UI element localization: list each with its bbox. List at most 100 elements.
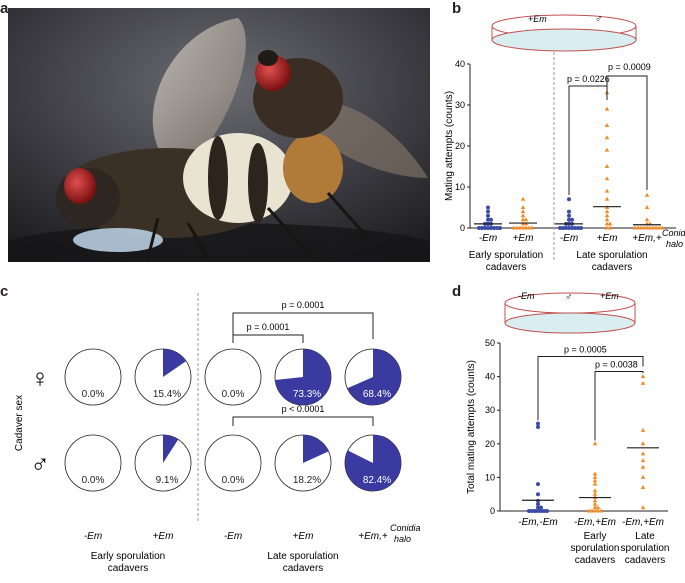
data-point (592, 498, 598, 503)
pie-slice (163, 349, 187, 377)
data-point (604, 123, 610, 127)
data-point (640, 458, 646, 463)
data-point (592, 481, 598, 486)
data-point (592, 474, 598, 479)
data-point (644, 192, 650, 197)
data-point (638, 225, 644, 230)
data-point (598, 508, 604, 513)
data-point (604, 221, 610, 226)
y-axis-label: Cadaver sex (14, 395, 25, 451)
data-point (486, 226, 490, 230)
x-tick-label: +Em (513, 233, 534, 244)
data-point (536, 498, 540, 503)
panel-label-c: c (0, 283, 9, 300)
data-point (536, 421, 540, 426)
data-point (492, 226, 496, 230)
data-point (564, 226, 568, 230)
data-point (520, 196, 526, 201)
pie-percent-label: 73.3% (293, 389, 321, 400)
pie-percent-label: 0.0% (82, 475, 105, 486)
data-point (523, 217, 529, 222)
data-point (526, 225, 532, 230)
data-point (567, 226, 571, 230)
data-point (595, 508, 601, 513)
dish-label-em: +Em (528, 14, 547, 24)
data-point (486, 205, 490, 210)
data-point (530, 509, 534, 513)
y-tick-label: 40 (455, 59, 465, 69)
group-caption: cadavers (283, 563, 324, 574)
column-label: -Em (224, 531, 242, 542)
data-point (520, 217, 526, 222)
data-point (567, 197, 571, 202)
male-symbol: ♂ (565, 292, 573, 303)
panel-label-b: b (452, 0, 462, 17)
data-point (517, 225, 523, 230)
group-caption: Early sporulation (91, 551, 165, 562)
halo-label: halo (394, 534, 411, 544)
data-point (576, 226, 580, 230)
x-tick-label: -Em,-Em (518, 517, 557, 528)
data-point (520, 205, 526, 209)
data-point (604, 217, 610, 222)
pie-circle (64, 348, 122, 406)
pie-circle (204, 434, 262, 492)
x-tick-label: -Em (560, 233, 578, 244)
x-tick-label: +Em (597, 233, 618, 244)
data-point (567, 213, 571, 218)
conidia-label: Conidia (662, 228, 685, 238)
data-point (656, 225, 662, 230)
data-point (592, 491, 598, 496)
data-point (483, 226, 487, 230)
group-caption: cadavers (575, 555, 616, 566)
female-symbol: ♀ (30, 363, 50, 393)
data-point (640, 451, 646, 456)
x-tick-label: -Em,+Em (574, 517, 616, 528)
petri-dish-icon (504, 292, 636, 334)
data-point (539, 509, 543, 513)
data-point (592, 505, 598, 510)
conidia-label: Conidia (390, 523, 421, 533)
data-point (592, 488, 598, 493)
data-point (527, 509, 531, 513)
data-point (635, 225, 641, 230)
data-point (650, 225, 656, 230)
data-point (570, 217, 574, 222)
group-caption: sporulation (571, 543, 620, 554)
p-value: p = 0.0001 (282, 300, 325, 310)
data-point (567, 217, 571, 222)
p-value: p = 0.0009 (608, 62, 651, 72)
data-point (604, 147, 610, 152)
pie-circle (204, 348, 262, 406)
data-point (536, 505, 540, 510)
data-point (567, 209, 571, 214)
data-point (536, 482, 540, 487)
group-caption: cadavers (486, 262, 527, 273)
data-point (486, 217, 490, 222)
data-point (607, 221, 613, 226)
data-point (640, 464, 646, 469)
data-point (573, 226, 577, 230)
x-tick-label: -Em,+Em (622, 517, 664, 528)
column-label: +Em (153, 531, 174, 542)
column-label: +Em,+ (358, 531, 388, 542)
male-symbol: ♂ (595, 14, 603, 25)
data-point (604, 196, 610, 201)
data-point (640, 474, 646, 479)
data-point (589, 508, 595, 513)
data-point (539, 505, 543, 510)
p-value: p = 0.0005 (564, 344, 607, 354)
data-point (558, 226, 562, 230)
y-tick-label: 0 (460, 223, 465, 233)
data-point (561, 226, 565, 230)
data-point (604, 164, 610, 168)
x-tick-label: -Em (479, 233, 497, 244)
data-point (604, 176, 610, 181)
data-point (641, 225, 647, 230)
y-tick-label: 30 (455, 100, 465, 110)
significance-bracket (232, 416, 374, 426)
p-value: p = 0.0001 (247, 322, 290, 332)
fly-illustration (8, 8, 430, 262)
data-point (489, 226, 493, 230)
data-point (592, 441, 598, 446)
